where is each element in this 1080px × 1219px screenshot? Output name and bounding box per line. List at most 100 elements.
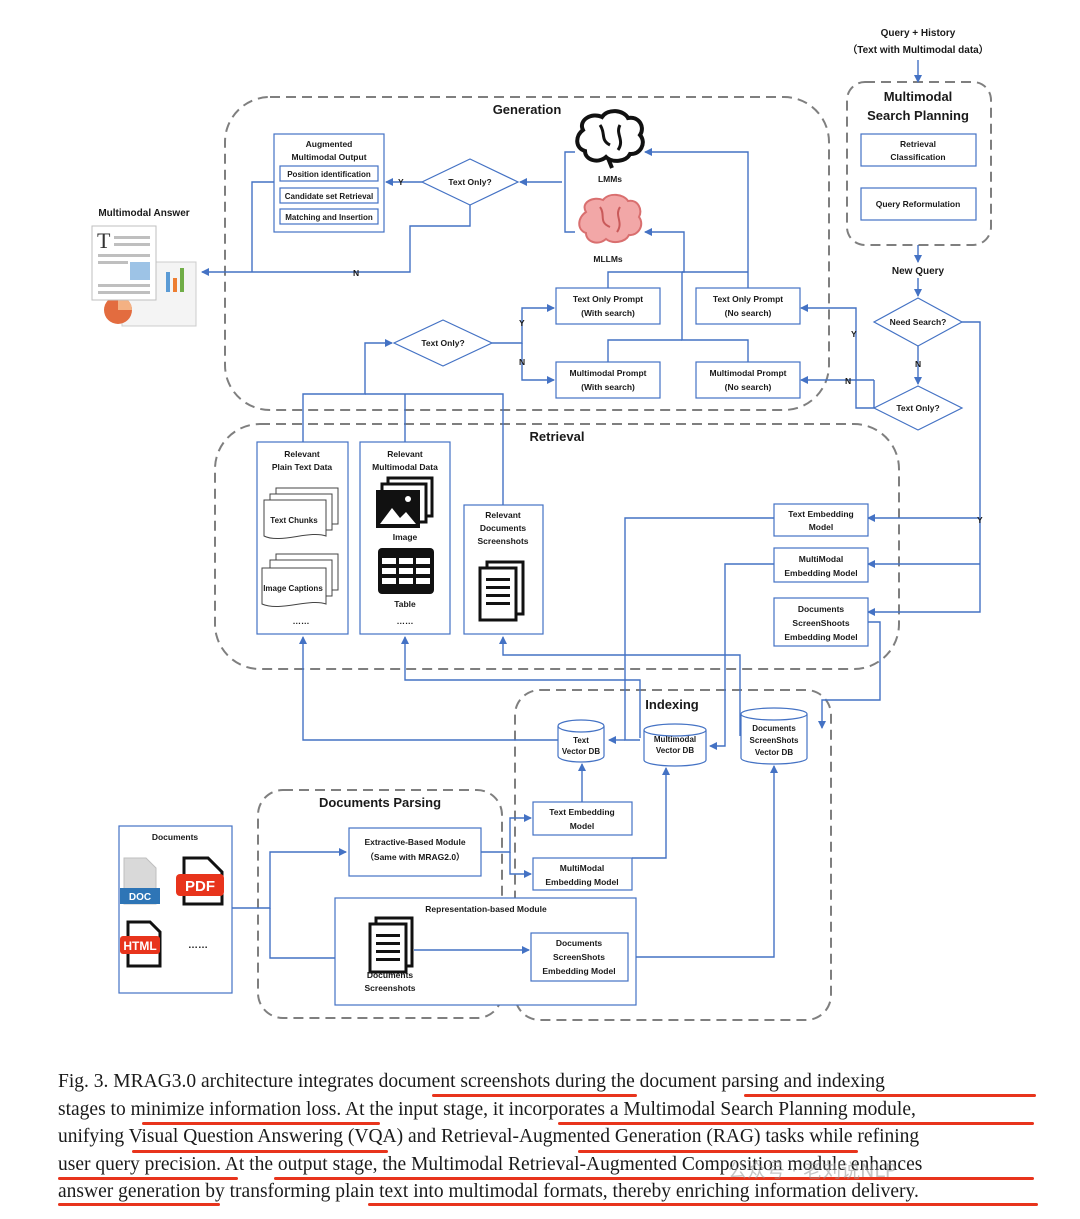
documents-box xyxy=(118,825,233,994)
watermark: 公众号 · 老刘说NLP xyxy=(728,1160,897,1182)
tp-no-line2: (No search) xyxy=(725,308,772,318)
candidate-set-box xyxy=(279,187,379,204)
doc-file-icon: DOC xyxy=(120,857,160,905)
r-mm-emb-line2: Embedding Model xyxy=(784,568,857,578)
text-db-line1: Text xyxy=(573,736,589,745)
indexing-mm-embedding-box xyxy=(532,857,633,891)
mm-prompt-no-search xyxy=(695,361,801,399)
augmented-output-line1: Augmented xyxy=(306,139,353,149)
matching-insertion-box xyxy=(279,208,379,225)
retrieval-text-embedding-box xyxy=(773,503,869,537)
mllms-brain-icon xyxy=(578,193,643,244)
image-label: Image xyxy=(393,532,418,542)
text-vector-db xyxy=(557,719,605,763)
tp-no-line1: Text Only Prompt xyxy=(713,294,783,304)
text-only-middle-label: Text Only? xyxy=(421,338,464,348)
r-text-emb-line2: Model xyxy=(809,522,834,532)
caption-line-1: Fig. 3. MRAG3.0 architecture integrates … xyxy=(58,1071,885,1092)
multimodal-ellipsis: …… xyxy=(397,616,414,626)
parsing-title: Documents Parsing xyxy=(319,795,441,810)
position-identification-box xyxy=(279,165,379,182)
screenshots-vector-db xyxy=(740,707,808,765)
indexing-region xyxy=(514,689,832,1021)
parsing-ss-embedding-box xyxy=(530,932,629,982)
need-search-label: Need Search? xyxy=(890,317,947,327)
caption-line-4: user query precision. At the output stag… xyxy=(58,1153,923,1175)
mm-db-line2: Vector DB xyxy=(656,746,694,755)
representation-label: Representation-based Module xyxy=(425,904,547,914)
i-mm-emb-line1: MultiModal xyxy=(560,863,604,873)
text-only-top-label: Text Only? xyxy=(448,177,491,187)
screenshots-line1: Relevant xyxy=(485,510,521,520)
extractive-line1: Extractive-Based Module xyxy=(364,837,465,847)
plain-text-line1: Relevant xyxy=(284,449,320,459)
doc-screenshots-line1: Documents xyxy=(367,970,414,980)
search-planning-title-2: Search Planning xyxy=(867,108,969,123)
caption-underline xyxy=(132,1150,388,1153)
need-search-no: N xyxy=(915,359,921,369)
screenshots-line2: Documents xyxy=(480,523,527,533)
query-reformulation-box xyxy=(860,187,977,221)
text-only-right-no: N xyxy=(845,376,851,386)
multimodal-answer-title: Multimodal Answer xyxy=(98,208,189,219)
text-only-prompt-with-search xyxy=(555,287,661,325)
multimodal-data-box xyxy=(359,441,451,635)
doc-screenshots-line2: Screenshots xyxy=(364,983,415,993)
caption-underline xyxy=(368,1203,1038,1206)
pdf-label: PDF xyxy=(185,878,215,895)
mrag3-architecture-diagram: Query + History （Text with Multimodal da… xyxy=(91,28,992,1021)
html-label: HTML xyxy=(123,939,156,953)
r-mm-emb-line1: MultiModal xyxy=(799,554,843,564)
text-only-right-yes: Y xyxy=(851,329,857,339)
query-history-line2: （Text with Multimodal data） xyxy=(847,43,988,56)
retrieval-classification-line2: Classification xyxy=(890,152,945,162)
matching-insertion-label: Matching and Insertion xyxy=(285,213,373,222)
retrieval-region xyxy=(214,423,900,670)
i-text-emb-line2: Model xyxy=(570,821,595,831)
mm-prompt-with-search xyxy=(555,361,661,399)
r-ss-emb-line1: Documents xyxy=(798,604,845,614)
caption-line-2: stages to minimize information loss. At … xyxy=(58,1098,916,1120)
caption-underline xyxy=(58,1203,220,1206)
indexing-title: Indexing xyxy=(645,697,699,712)
caption-underline xyxy=(744,1094,1036,1097)
extractive-line2: （Same with MRAG2.0） xyxy=(365,852,464,862)
image-stack-icon xyxy=(376,476,434,528)
text-only-prompt-no-search xyxy=(695,287,801,325)
caption-line-3: unifying Visual Question Answering (VQA)… xyxy=(58,1126,920,1148)
pdf-file-icon: PDF xyxy=(176,856,224,906)
text-only-top-yes: Y xyxy=(398,177,404,187)
documents-ellipsis: …… xyxy=(188,940,208,951)
figure-caption: Fig. 3. MRAG3.0 architecture integrates … xyxy=(58,1068,1048,1206)
caption-underline xyxy=(432,1094,637,1097)
retrieval-ss-embedding-box xyxy=(773,597,869,647)
position-identification-label: Position identification xyxy=(287,170,371,179)
query-reformulation-label: Query Reformulation xyxy=(876,199,961,209)
caption-line-5: answer generation by transforming plain … xyxy=(58,1181,919,1203)
r-ss-emb-line2: ScreenShoots xyxy=(792,618,849,628)
text-only-middle-no: N xyxy=(519,357,525,367)
r-ss-emb-line3: Embedding Model xyxy=(784,632,857,642)
image-captions-label: Image Captions xyxy=(263,584,323,593)
text-only-middle-yes: Y xyxy=(519,318,525,328)
caption-underline xyxy=(58,1177,238,1180)
plain-text-line2: Plain Text Data xyxy=(272,462,333,472)
retrieval-title: Retrieval xyxy=(530,429,585,444)
multimodal-answer-icon: T xyxy=(91,225,197,327)
mllms-label: MLLMs xyxy=(593,254,623,264)
i-mm-emb-line2: Embedding Model xyxy=(545,877,618,887)
image-captions-icon xyxy=(261,553,339,608)
caption-underline xyxy=(274,1177,1034,1180)
lmms-brain-icon xyxy=(575,109,645,169)
documents-screenshots-icon xyxy=(368,916,414,974)
generation-title: Generation xyxy=(493,102,562,117)
ss-db-line3: Vector DB xyxy=(755,748,793,757)
screenshots-line3: Screenshots xyxy=(477,536,528,546)
mp-no-line1: Multimodal Prompt xyxy=(710,368,787,378)
need-search-yes: Y xyxy=(977,515,983,525)
text-only-top-no: N xyxy=(353,268,359,278)
mp-no-line2: (No search) xyxy=(725,382,772,392)
text-only-right-label: Text Only? xyxy=(896,403,939,413)
ss-db-line2: ScreenShots xyxy=(750,736,799,745)
ss-db-line1: Documents xyxy=(752,724,796,733)
